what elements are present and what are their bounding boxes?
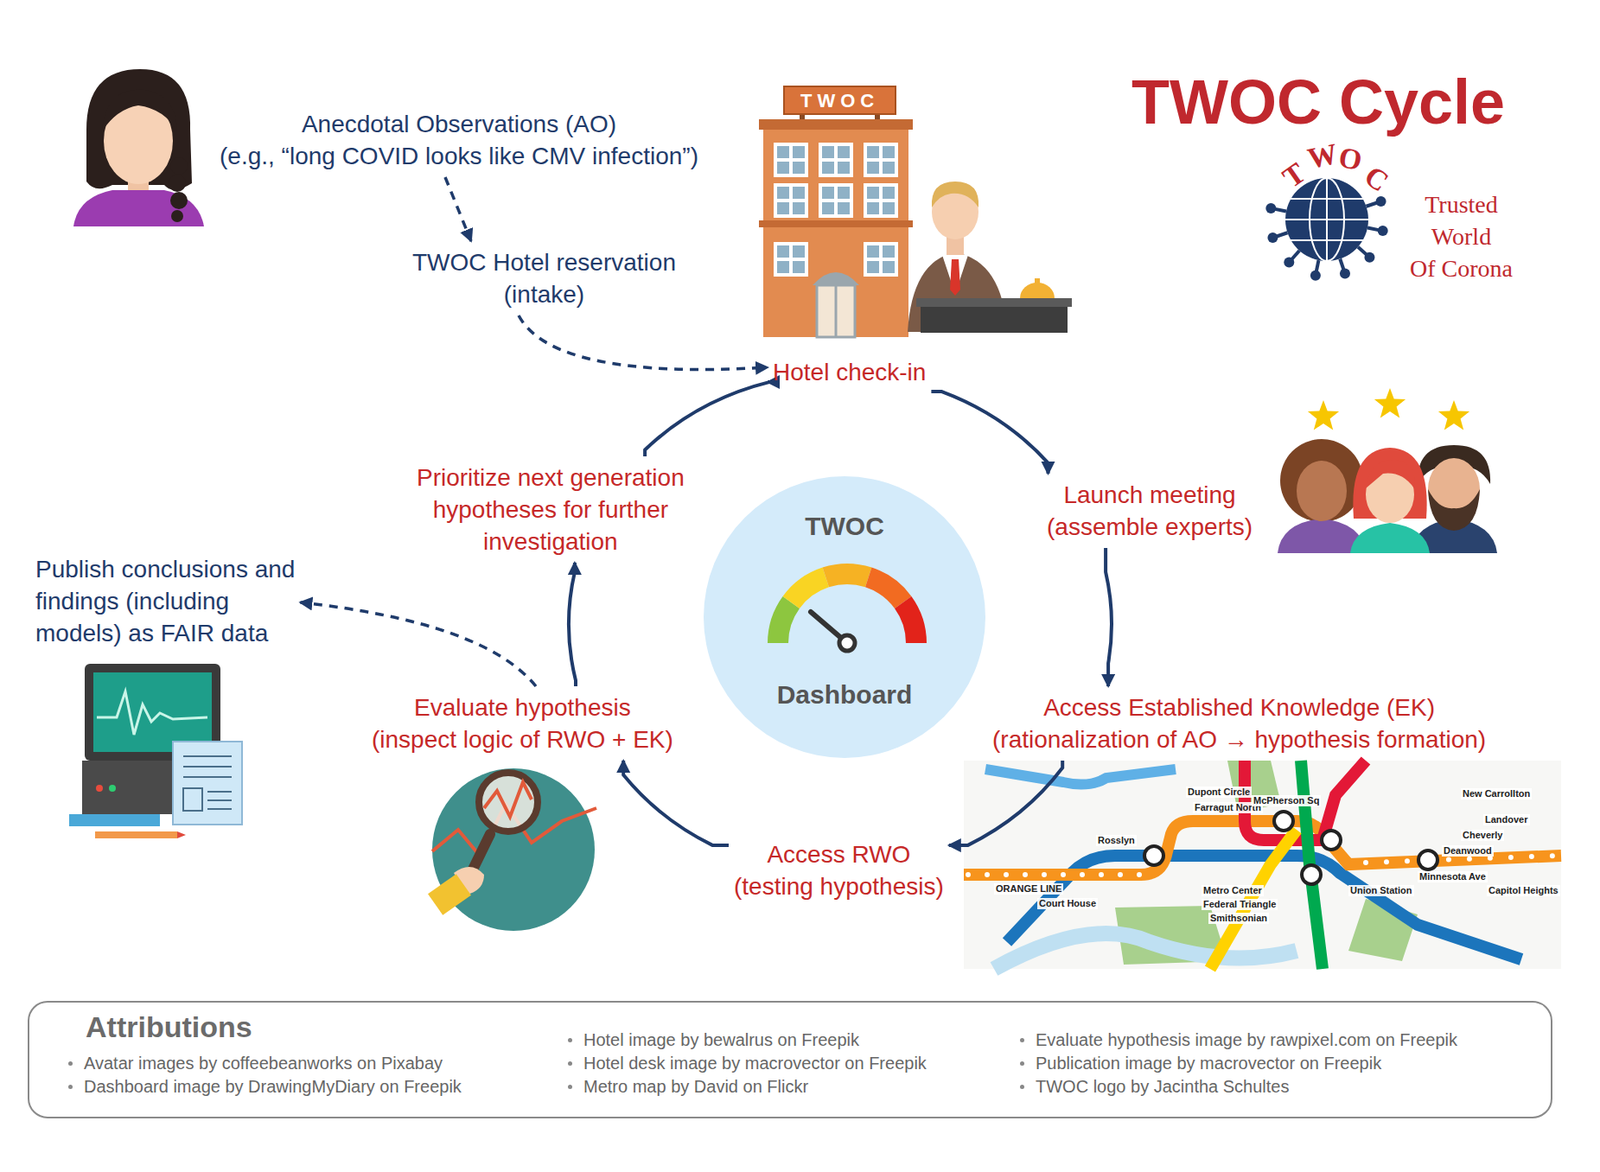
cycle-arrow [949, 760, 1063, 846]
attributions-frame [28, 1001, 1552, 1118]
metro-station: McPherson Sq [1251, 795, 1321, 807]
cycle-step: Access Established Knowledge (EK) (ratio… [987, 686, 1492, 761]
experts-illustration [1277, 388, 1498, 554]
attribution-item: Evaluate hypothesis image by rawpixel.co… [1013, 1028, 1458, 1052]
metro-station: Federal Triangle [1201, 898, 1278, 911]
metro-station: New Carrollton [1460, 788, 1532, 800]
cycle-step: TWOC Hotel reservation (intake) [407, 241, 682, 316]
gauge-segment [777, 602, 791, 644]
step-text: Hotel check-in [772, 356, 926, 389]
dashed-connector [518, 315, 768, 370]
clerk-illustration [907, 181, 1072, 333]
star [1374, 388, 1406, 418]
cycle-step: Hotel check-in [767, 350, 931, 394]
step-text: Launch meeting (assemble experts) [1046, 478, 1253, 543]
cycle-step: Anecdotal Observations (AO) (e.g., “long… [214, 102, 704, 178]
gauge-segment [790, 577, 826, 603]
spike-ball [1310, 270, 1321, 281]
computer-illustration [69, 663, 243, 839]
logo-letter: W [1304, 137, 1340, 176]
step-text: TWOC Hotel reservation (intake) [412, 246, 676, 311]
dashed-connector [299, 602, 536, 687]
metro-station: Capitol Heights [1486, 885, 1561, 897]
attribution-item: Dashboard image by DrawingMyDiary on Fre… [61, 1075, 462, 1098]
logo-text: Trusted World Of Corona [1409, 188, 1513, 285]
spike-ball [1376, 196, 1387, 207]
evaluate-illustration [427, 768, 597, 931]
gauge-segment [825, 573, 868, 578]
star [1307, 400, 1339, 430]
step-text: Publish conclusions and findings (includ… [35, 553, 295, 650]
cycle-step: Prioritize next generation hypotheses fo… [411, 456, 690, 563]
metro-station: Dupont Circle [1185, 786, 1252, 798]
attribution-item: Hotel image by bewalrus on Freepik [560, 1028, 860, 1052]
dashboard-text: TWOC [703, 511, 986, 542]
logo-letter: C [1357, 159, 1395, 198]
step-text: Evaluate hypothesis (inspect logic of RW… [371, 691, 674, 756]
spike-ball [1377, 225, 1389, 236]
attribution-item: Avatar images by coffeebeanworks on Pixa… [61, 1051, 443, 1075]
logo-letter: O [1336, 140, 1365, 178]
cycle-arrow [568, 562, 576, 687]
metro-station: Landover [1483, 814, 1530, 826]
cycle-arrow [1105, 548, 1112, 687]
attribution-item: Publication image by macrovector on Free… [1013, 1051, 1382, 1075]
metro-station: Union Station [1348, 885, 1415, 897]
spike-ball [1267, 232, 1278, 243]
dashboard-disc [703, 476, 986, 759]
metro-station: Metro Center [1201, 885, 1264, 897]
gauge-segment [903, 602, 917, 644]
cycle-step: Publish conclusions and findings (includ… [30, 548, 300, 655]
cycle-arrow [644, 382, 771, 457]
step-text: Access Established Knowledge (EK) (ratio… [992, 691, 1486, 756]
metro-station: Smithsonian [1208, 912, 1269, 925]
metro-map [963, 760, 1562, 969]
cycle-step: Access RWO (testing hypothesis) [728, 833, 950, 908]
attribution-item: TWOC logo by Jacintha Schultes [1013, 1075, 1289, 1098]
dashboard-circle: TWOC Dashboard [703, 476, 986, 759]
attribution-item: Metro map by David on Flickr [560, 1075, 809, 1098]
metro-station: ORANGE LINE [994, 883, 1064, 895]
dashed-connector [445, 177, 472, 242]
cycle-arrow [623, 760, 729, 846]
dashboard-text: Dashboard [703, 680, 986, 710]
star [1438, 400, 1470, 430]
metro-station: Cheverly [1460, 829, 1505, 842]
step-text: Prioritize next generation hypotheses fo… [416, 461, 685, 558]
attribution-item: Hotel desk image by macrovector on Freep… [560, 1051, 927, 1075]
metro-station: Minnesota Ave [1417, 871, 1488, 883]
metro-station: Court House [1037, 898, 1098, 910]
attributions-heading: Attributions [85, 1010, 253, 1045]
spike-ball [1283, 256, 1295, 268]
metro-station: Deanwood [1441, 845, 1494, 857]
spike-ball [1339, 268, 1351, 280]
metro-station: Rosslyn [1096, 835, 1137, 847]
hotel-sign: TWOC [800, 89, 880, 113]
gauge-segment [868, 577, 904, 603]
diagram-title: TWOC Cycle [1131, 65, 1505, 139]
spike-ball [1265, 203, 1276, 214]
step-text: Access RWO (testing hypothesis) [733, 838, 944, 903]
cycle-arrow [930, 391, 1048, 474]
cycle-step: Evaluate hypothesis (inspect logic of RW… [366, 686, 679, 761]
hotel-illustration [758, 86, 913, 338]
step-text: Anecdotal Observations (AO) (e.g., “long… [219, 108, 699, 173]
avatar-illustration [73, 69, 204, 227]
gauge-hub [839, 635, 855, 651]
spike-ball [1364, 252, 1375, 263]
cycle-step: Launch meeting (assemble experts) [1041, 473, 1258, 549]
